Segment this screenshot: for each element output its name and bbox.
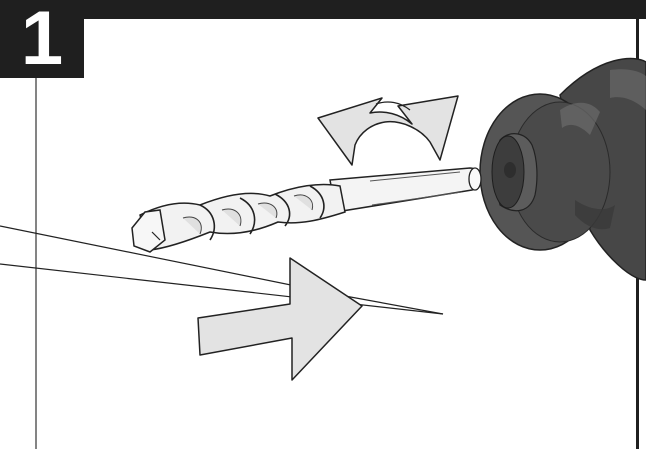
wall-surface-lines: [0, 225, 444, 315]
step-number-badge: 1: [0, 0, 84, 78]
masonry-drill-bit: [131, 167, 482, 253]
push-arrow-icon: [197, 257, 363, 381]
rotation-arrow-icon: [317, 95, 459, 166]
drill-body: [479, 57, 646, 281]
top-frame-bar: [0, 0, 646, 19]
